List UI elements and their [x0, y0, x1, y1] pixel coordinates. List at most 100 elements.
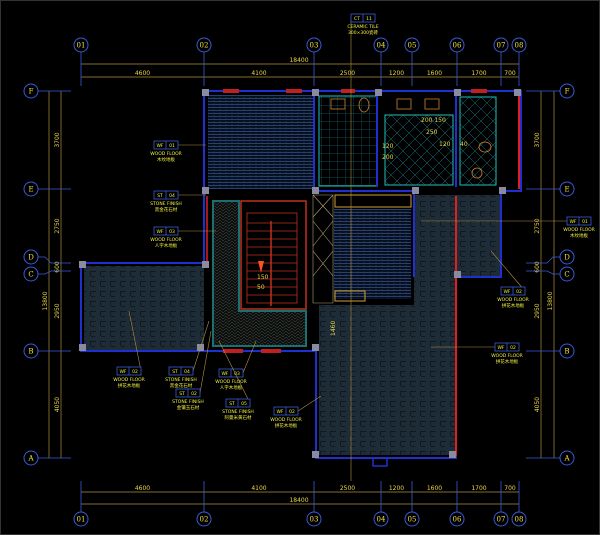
structural-column [449, 451, 456, 458]
bathroom-1-tile [318, 95, 378, 187]
tag-material-en: WOOD FLOOR [150, 237, 182, 243]
annotations: 200 150 250 120 40 120 200 150 50 1460 [257, 117, 468, 336]
structural-column [312, 451, 319, 458]
tag-material-en: STONE FINISH [172, 399, 204, 405]
column-axis-bubble: 03 [306, 37, 322, 86]
column-axis-bubble: 05 [404, 481, 420, 527]
row-label: B [28, 348, 33, 356]
tag-material-en: WOOD FLOOR [497, 297, 529, 303]
segment-dimension: 600 [534, 261, 541, 273]
column-label: 02 [200, 516, 209, 524]
tag-material-cn: 拼花木地板 [118, 382, 141, 389]
basin-icon [330, 98, 346, 110]
row-axis-bubble: D [526, 249, 575, 265]
row-axis-bubble: F [23, 83, 71, 99]
segment-dimension: 4100 [251, 70, 266, 77]
segment-dimension: 1200 [389, 70, 404, 77]
toilet-icon [478, 141, 492, 153]
column-axis-bubble: 05 [404, 37, 420, 86]
tag-number: 02 [510, 345, 516, 351]
row-axis-bubble: E [23, 181, 71, 197]
structural-column [202, 89, 209, 96]
row-label: C [564, 271, 569, 279]
column-axis-bubble: 02 [196, 481, 212, 527]
tag-material-cn: 拼花木地板 [502, 302, 525, 309]
column-label: 05 [408, 516, 417, 524]
column-label: 06 [453, 516, 462, 524]
total-dimension: 18400 [289, 57, 308, 64]
column-axis-bubble: 04 [373, 37, 389, 86]
row-axis-bubble: E [526, 181, 575, 197]
tag-material-cn: 拼花木地板 [275, 422, 298, 429]
segment-dimension: 1200 [389, 485, 404, 492]
tag-material-en: CERAMIC TILE [347, 24, 378, 30]
tag-code: WF [497, 345, 504, 351]
tag-material-cn: 金镶玉石材 [177, 404, 200, 411]
bath-dim: 40 [460, 141, 468, 148]
sanitary-fixtures [330, 97, 492, 179]
row-axis-bubble: C [526, 266, 575, 282]
segment-dimension: 2950 [534, 303, 541, 318]
total-dimension: 13800 [42, 291, 49, 310]
segment-dimension: 4600 [135, 485, 150, 492]
row-label: D [564, 254, 570, 262]
tag-code: WF [156, 229, 163, 235]
tag-material-en: STONE FINISH [150, 201, 182, 207]
row-label: A [563, 455, 570, 463]
wood-floor-room [208, 95, 314, 189]
tag-material-en: WOOD FLOOR [215, 379, 247, 385]
tag-code: ST [172, 369, 178, 375]
column-label: 04 [377, 516, 386, 524]
segment-dimension: 3700 [534, 132, 541, 147]
column-label: 07 [497, 42, 506, 50]
tag-number: 05 [241, 401, 247, 407]
bath-dim: 200 150 [421, 117, 446, 124]
tag-code: WF [119, 369, 126, 375]
tag-code: WF [221, 371, 228, 377]
bath-dim: 120 [382, 143, 394, 150]
tag-material-en: STONE FINISH [165, 377, 197, 383]
tag-code: WF [569, 219, 576, 225]
parquet-mid [414, 277, 456, 307]
segment-dimension: 4100 [251, 485, 266, 492]
stair-dim: 50 [257, 284, 265, 291]
segment-dimension: 700 [504, 70, 516, 77]
segment-dimension: 700 [504, 485, 516, 492]
structural-column [202, 261, 209, 268]
segment-dimension: 1600 [427, 485, 442, 492]
tag-number: 04 [169, 193, 175, 199]
row-axis-bubble: A [23, 450, 71, 466]
segment-dimension: 1700 [471, 70, 486, 77]
tag-material-cn: 300×300瓷砖 [348, 29, 378, 36]
tag-material-en: WOOD FLOOR [270, 417, 302, 423]
column-axis-bubble: 06 [449, 37, 465, 86]
window [286, 89, 302, 93]
column-axis-bubble: 01 [73, 37, 89, 86]
column-label: 08 [515, 516, 524, 524]
bathroom-3-tile [459, 96, 497, 186]
column-axis-bubble: 08 [511, 37, 527, 86]
bath-dim: 250 [426, 129, 438, 136]
tag-number: 03 [169, 229, 175, 235]
basin-icon [396, 98, 412, 110]
total-dimension: 18400 [289, 497, 308, 504]
tag-material-cn: 黑金花石材 [155, 206, 178, 213]
segment-dimension: 2750 [54, 218, 61, 233]
total-dimension: 13800 [547, 291, 554, 310]
structural-column [499, 187, 506, 194]
